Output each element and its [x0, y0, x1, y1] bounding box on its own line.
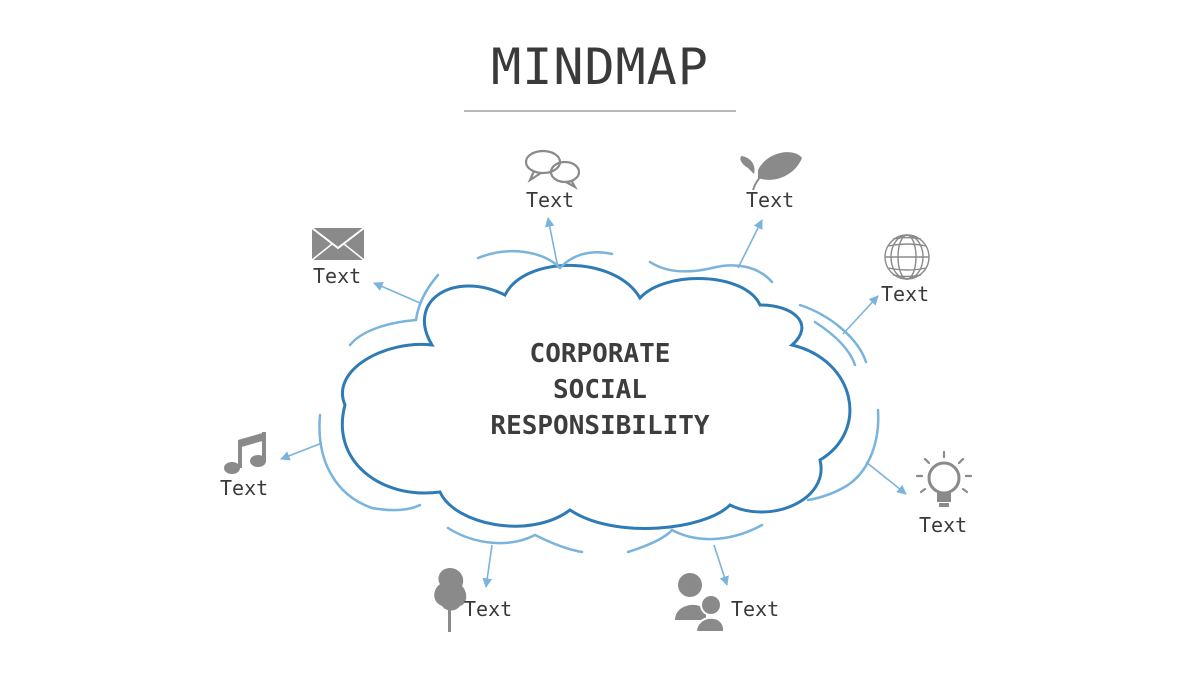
- lightbulb-icon: [915, 450, 973, 507]
- node-label-bulb: Text: [919, 513, 968, 537]
- leaf-icon: [740, 152, 802, 191]
- globe-icon: [884, 234, 930, 280]
- node-label-mail: Text: [313, 264, 362, 288]
- arrow-bulb: [865, 461, 907, 495]
- central-topic: CORPORATE SOCIAL RESPONSIBILITY: [400, 336, 800, 444]
- arrow-music: [280, 442, 323, 461]
- central-topic-line: RESPONSIBILITY: [490, 411, 710, 441]
- arrow-people: [713, 544, 729, 586]
- central-cloud: [340, 263, 852, 530]
- connector-arrows: [280, 217, 907, 588]
- node-label-chat: Text: [526, 188, 575, 212]
- node-label-people: Text: [731, 597, 780, 621]
- central-topic-line: SOCIAL: [553, 375, 647, 405]
- tree-icon: [434, 568, 467, 632]
- outer-arcs: [318, 250, 880, 554]
- node-label-tree: Text: [464, 597, 513, 621]
- page-title: MINDMAP: [491, 38, 709, 96]
- arrow-globe: [842, 295, 879, 335]
- arrow-mail: [373, 282, 421, 304]
- central-topic-line: CORPORATE: [529, 339, 671, 369]
- music-note-icon: [224, 432, 266, 474]
- title-divider: [464, 110, 736, 112]
- arrow-tree: [482, 544, 493, 588]
- envelope-icon: [311, 227, 365, 261]
- node-label-globe: Text: [881, 282, 930, 306]
- chat-bubbles-icon: [524, 149, 581, 190]
- people-icon: [675, 573, 726, 633]
- node-label-leaf: Text: [746, 188, 795, 212]
- arrow-leaf: [737, 219, 763, 269]
- node-label-music: Text: [220, 476, 269, 500]
- arrow-chat: [544, 217, 559, 269]
